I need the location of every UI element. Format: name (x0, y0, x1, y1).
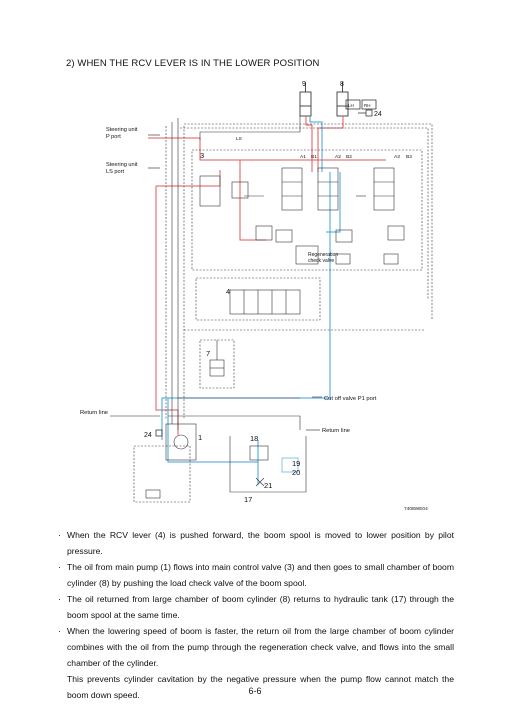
label-code: 7408WE04 (404, 506, 428, 512)
description-item: · The oil returned from large chamber of… (58, 591, 454, 623)
label-24-top: 24 (374, 111, 382, 118)
bullet-mark: · (58, 562, 61, 572)
label-rh: RH (364, 103, 371, 108)
label-ls: LS (236, 136, 242, 142)
filter-24-top (358, 109, 373, 117)
bullet-mark: · (58, 594, 61, 604)
hydraulic-circuit-diagram: 9 8 LH RH 24 (80, 81, 433, 512)
label-8: 8 (340, 81, 344, 88)
bullet-mark: · (58, 530, 61, 540)
lh-rh-block (345, 99, 377, 110)
pressure-lines (148, 116, 386, 435)
steering-p-line2: P port (106, 134, 121, 140)
page-number: 6-6 (248, 686, 262, 696)
label-steering-ls: Steering unit LS port (106, 162, 139, 175)
label-18: 18 (250, 434, 258, 443)
label-lh: LH (348, 103, 354, 108)
engine-block (133, 445, 191, 503)
filter-24-bottom (155, 429, 163, 437)
hydraulic-tank-17 (229, 436, 307, 493)
label-b1: B1 (311, 154, 317, 160)
description-list: · When the RCV lever (4) is pushed forwa… (58, 527, 454, 703)
description-text: When the RCV lever (4) is pushed forward… (67, 530, 454, 556)
label-b3: B3 (406, 154, 412, 160)
label-b2: B2 (346, 154, 352, 160)
label-19: 19 (292, 459, 300, 468)
label-regen: Regeneration check valve (308, 252, 339, 264)
description-item: · The oil from main pump (1) flows into … (58, 559, 454, 591)
regen-line1: Regeneration (308, 252, 338, 258)
label-a1: A1 (300, 154, 306, 160)
label-9: 9 (302, 81, 306, 88)
steering-ls-line1: Steering unit (106, 162, 138, 168)
pilot-lines (165, 116, 433, 430)
steering-p-line1: Steering unit (106, 127, 138, 133)
return-lines (161, 116, 341, 485)
steering-ls-line2: LS port (106, 169, 124, 175)
rcv-lever-4 (195, 277, 321, 321)
label-return-left: Return line (80, 410, 108, 416)
label-24-bottom: 24 (144, 432, 152, 439)
label-20: 20 (292, 468, 300, 477)
bullet-mark: · (58, 626, 61, 636)
label-7: 7 (206, 349, 210, 358)
label-21: 21 (264, 481, 272, 490)
description-item: · When the lowering speed of boom is fas… (58, 623, 454, 671)
label-a2: A2 (335, 154, 341, 160)
label-a3: A3 (394, 154, 400, 160)
main-control-valve-3 (191, 149, 423, 271)
label-4: 4 (226, 287, 230, 296)
description-note: This prevents cylinder cavitation by the… (67, 674, 454, 700)
description-text: The oil returned from large chamber of b… (67, 594, 454, 620)
label-cutoff: Cut off valve P1 port (324, 396, 377, 402)
main-pump-1 (165, 423, 197, 461)
label-steering-p: Steering unit P port (106, 127, 139, 140)
label-return-right: Return line (322, 428, 350, 434)
label-3: 3 (200, 151, 204, 160)
cutoff-valve-7 (199, 339, 235, 389)
description-text: The oil from main pump (1) flows into ma… (67, 562, 454, 588)
regen-line2: check valve (308, 258, 334, 264)
label-1: 1 (198, 433, 202, 442)
steering-arrows (148, 134, 160, 169)
label-17: 17 (244, 495, 252, 504)
description-text: When the lowering speed of boom is faste… (67, 626, 454, 668)
page-heading: 2) WHEN THE RCV LEVER IS IN THE LOWER PO… (66, 58, 320, 69)
description-item: · When the RCV lever (4) is pushed forwa… (58, 527, 454, 559)
